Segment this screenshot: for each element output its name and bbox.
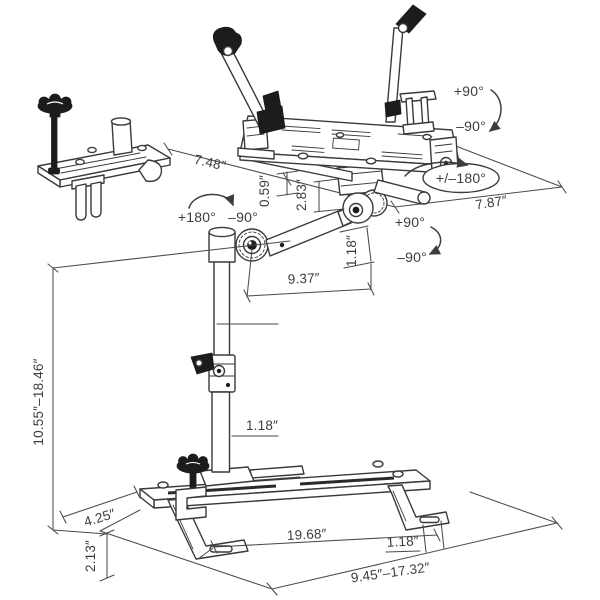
dim-label-pole-diameter: 1.18″ — [246, 418, 278, 433]
clamp-knob-icon — [37, 93, 73, 175]
pole-coupling — [190, 352, 236, 393]
rotation-label-tray-tilt-minus: –90° — [456, 118, 486, 134]
dim-label-base-span: 9.45″–17.32″ — [350, 560, 431, 586]
dim-label-pivot-drop: 2.83″ — [294, 179, 309, 211]
mounting-leg-right — [387, 484, 450, 531]
dim-label-foot-slot: 1.18″ — [386, 533, 419, 550]
base-rail — [139, 460, 431, 509]
upper-reference-plane — [167, 142, 563, 208]
rotation-arc-elbow — [188, 193, 235, 209]
rotation-label-arm-tilt-plus: +90° — [395, 214, 425, 230]
dim-label-tray-width: 7.87″ — [474, 193, 508, 213]
dim-label-foot-height: 2.13″ — [83, 540, 98, 572]
dim-label-tray-offset: 0.59″ — [257, 175, 272, 207]
rotation-label-tray-swivel: +/–180° — [436, 170, 486, 186]
dim-label-height-range: 10.55″–18.46″ — [31, 358, 46, 445]
dim-label-arm-length: 9.37″ — [287, 270, 320, 287]
dim-label-arm-diameter: 1.18″ — [344, 235, 359, 267]
support-arm-right — [384, 4, 427, 123]
dimension-lines — [47, 142, 567, 596]
dim-label-base-depth: 4.25″ — [82, 506, 117, 530]
rotation-arc-arm-tilt — [428, 226, 442, 255]
rotation-label-tray-tilt-plus: +90° — [454, 83, 484, 99]
accessory-clamp-part — [37, 93, 171, 221]
dim-label-tray-depth: 7.48″ — [193, 152, 228, 174]
rotation-label-elbow-minus: –90° — [228, 209, 258, 225]
base-knob-icon — [176, 453, 210, 493]
support-arm-left — [212, 26, 286, 135]
rotation-arc-tray-swivel — [404, 157, 500, 194]
rotation-label-arm-tilt-minus: –90° — [397, 249, 427, 265]
telescoping-pole — [190, 257, 236, 473]
tilt-handle — [373, 179, 431, 205]
ground-reference-plane — [99, 491, 559, 590]
elbow-joint — [208, 226, 269, 263]
rotation-label-elbow-plus: +180° — [178, 209, 216, 225]
pole-base-clamp — [175, 453, 255, 521]
dim-label-rail-length: 19.68″ — [287, 526, 328, 543]
rotation-arc-tray-tilt — [488, 89, 502, 132]
